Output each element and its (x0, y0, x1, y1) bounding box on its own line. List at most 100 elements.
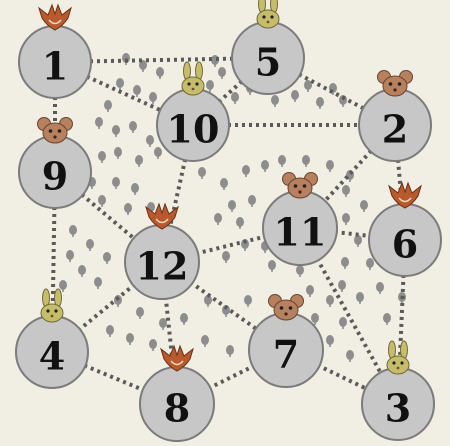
tree-icon (98, 151, 106, 163)
tree-icon (124, 203, 132, 215)
node-7[interactable]: 7 (248, 294, 324, 388)
tree-icon (326, 295, 334, 307)
tree-icon (306, 285, 314, 297)
tree-icon (304, 80, 312, 92)
node-8[interactable]: 8 (139, 344, 215, 442)
tree-icon (135, 155, 143, 167)
tree-icon (278, 155, 286, 167)
node-6[interactable]: 6 (368, 181, 442, 277)
node-label: 7 (273, 332, 299, 377)
tree-icon (241, 239, 249, 251)
node-1[interactable]: 1 (18, 3, 92, 99)
tree-icon (346, 350, 354, 362)
fox-icon (38, 3, 72, 31)
tree-icon (311, 313, 319, 325)
node-label: 9 (42, 154, 68, 199)
tree-icon (133, 85, 141, 97)
tree-icon (231, 92, 239, 104)
tree-icon (126, 333, 134, 345)
node-2[interactable]: 2 (358, 70, 432, 162)
tree-icon (129, 121, 137, 133)
tree-icon (329, 83, 337, 95)
tree-icon (201, 335, 209, 347)
tree-icon (139, 60, 147, 72)
tree-icon (131, 183, 139, 195)
tree-icon (180, 313, 188, 325)
node-label: 1 (42, 44, 68, 89)
tree-icon (156, 67, 164, 79)
node-label: 8 (164, 386, 190, 431)
node-12[interactable]: 12 (124, 202, 200, 300)
fox-icon (160, 344, 194, 372)
node-9[interactable]: 9 (18, 117, 92, 209)
tree-icon (95, 117, 103, 129)
node-label: 10 (167, 107, 220, 152)
node-10[interactable]: 10 (156, 61, 230, 162)
tree-icon (242, 165, 250, 177)
fox-icon (145, 202, 179, 230)
tree-icon (354, 235, 362, 247)
tree-icon (214, 213, 222, 225)
tree-icon (228, 200, 236, 212)
tree-icon (69, 225, 77, 237)
tree-icon (106, 325, 114, 337)
tree-icon (342, 213, 350, 225)
mouse-icon (377, 70, 413, 97)
rabbit-icon (181, 61, 205, 96)
tree-icon (248, 195, 256, 207)
node-label: 3 (385, 386, 411, 431)
tree-icon (244, 295, 252, 307)
tree-icon (316, 97, 324, 109)
mouse-icon (268, 294, 304, 321)
fox-icon (388, 181, 422, 209)
node-5[interactable]: 5 (231, 0, 305, 95)
tree-icon (226, 345, 234, 357)
tree-icon (218, 67, 226, 79)
tree-icon (98, 195, 106, 207)
tree-icon (149, 92, 157, 104)
tree-icon (338, 280, 346, 292)
tree-icon (146, 135, 154, 147)
node-3[interactable]: 3 (361, 340, 435, 441)
tree-icon (154, 147, 162, 159)
tree-icon (366, 258, 374, 270)
tree-icon (326, 335, 334, 347)
tree-icon (204, 295, 212, 307)
tree-icon (66, 250, 74, 262)
node-label: 11 (274, 210, 327, 255)
tree-icon (302, 155, 310, 167)
tree-icon (114, 147, 122, 159)
tree-icon (236, 217, 244, 229)
tree-icon (149, 339, 157, 351)
node-label: 2 (382, 107, 408, 152)
tree-icon (112, 177, 120, 189)
tree-icon (383, 313, 391, 325)
tree-icon (222, 305, 230, 317)
rabbit-icon (40, 288, 64, 323)
tree-icon (78, 265, 86, 277)
node-11[interactable]: 11 (262, 172, 338, 266)
tree-icon (261, 160, 269, 172)
tree-icon (341, 257, 349, 269)
tree-icon (198, 167, 206, 179)
tree-icon (376, 282, 384, 294)
tree-icon (220, 178, 228, 190)
tree-icon (116, 78, 124, 90)
tree-icon (94, 277, 102, 289)
tree-icon (222, 251, 230, 263)
tree-icon (86, 239, 94, 251)
tree-icon (356, 292, 364, 304)
tree-icon (342, 185, 350, 197)
tree-icon (159, 318, 167, 330)
tree-icon (291, 90, 299, 102)
edge-11-3 (298, 227, 400, 405)
node-label: 12 (136, 244, 189, 289)
tree-icon (103, 252, 111, 264)
tree-icon (136, 307, 144, 319)
tree-icon (339, 317, 347, 329)
node-label: 4 (39, 334, 65, 379)
tree-field (59, 53, 406, 362)
node-4[interactable]: 4 (15, 288, 89, 389)
